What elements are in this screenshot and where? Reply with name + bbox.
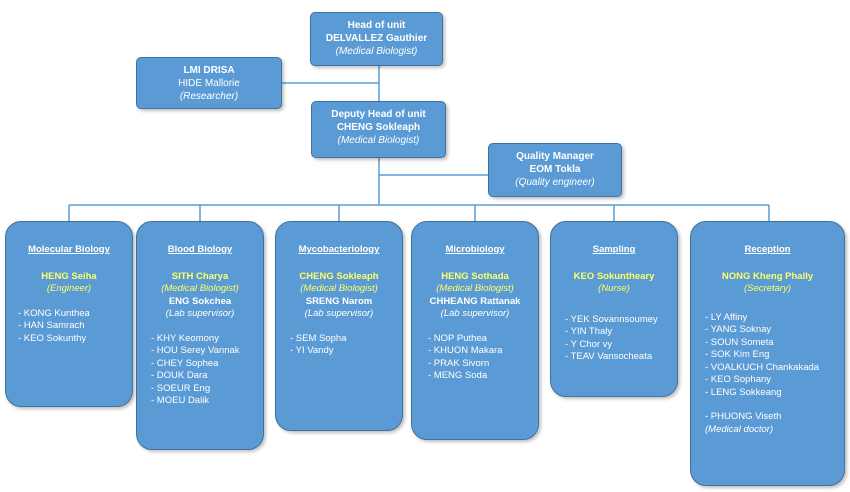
lmi-name: HIDE Mallorie — [178, 78, 240, 89]
staff-item: - PRAK Sivorn — [428, 357, 490, 369]
staff-item: - HOU Serey Vannak — [151, 345, 240, 356]
staff-item: - KEO Sokunthy — [18, 332, 87, 344]
staff-item: - NOP Puthea — [428, 332, 487, 344]
dept-lead: HENG Sothada — [441, 270, 509, 282]
dept-supervisor: ENG Sokchea — [168, 295, 232, 307]
dept-lead-role: (Nurse) — [598, 283, 630, 294]
dept-lead-role: (Secretary) — [744, 283, 791, 294]
staff-item: - HAN Samrach — [18, 320, 85, 331]
dept-microbiology: Microbiology HENG Sothada (Medical Biolo… — [411, 221, 539, 440]
dept-title: Molecular Biology — [28, 244, 110, 255]
staff-list: - SEM Sopha - YI Vandy — [290, 333, 402, 358]
staff-item: - Y Chor vy — [565, 338, 613, 350]
lmi-title: LMI DRISA — [183, 65, 235, 76]
dept-lead: HENG Seiha — [41, 270, 97, 282]
dept-supervisor-role: (Lab supervisor) — [440, 308, 510, 319]
head-name: DELVALLEZ Gauthier — [325, 33, 428, 44]
dept-lead-role: (Medical Biologist) — [161, 283, 239, 294]
staff-item: - SOEUR Eng — [151, 382, 211, 394]
dept-supervisor-role: (Lab supervisor) — [165, 308, 235, 319]
staff-item: - KONG Kunthea — [18, 307, 90, 319]
quality-role: (Quality engineer) — [515, 177, 595, 188]
head-role: (Medical Biologist) — [335, 46, 418, 57]
staff-item: - YIN Thaly — [565, 326, 613, 337]
deputy-head-box: Deputy Head of unit CHENG Sokleaph (Medi… — [311, 101, 446, 158]
staff-item: - TEAV Vansocheata — [565, 351, 653, 362]
dept-reception: Reception NONG Kheng Phally (Secretary) … — [690, 221, 845, 486]
staff-list: - KHY Keomony - HOU Serey Vannak - CHEY … — [151, 333, 263, 408]
lmi-drisa-box: LMI DRISA HIDE Mallorie (Researcher) — [136, 57, 282, 109]
deputy-name: CHENG Sokleaph — [336, 122, 421, 133]
staff-item: - SOUN Someta — [705, 336, 774, 348]
dept-supervisor: SRENG Narom — [305, 295, 373, 307]
medical-doctor-role: (Medical doctor) — [705, 423, 774, 435]
quality-title: Quality Manager — [516, 151, 594, 162]
staff-item: - LENG Sokkeang — [705, 386, 782, 398]
dept-lead: NONG Kheng Phally — [721, 270, 814, 282]
head-of-unit-box: Head of unit DELVALLEZ Gauthier (Medical… — [310, 12, 443, 66]
staff-item: - MENG Soda — [428, 370, 488, 381]
staff-item: - SEM Sopha — [290, 332, 347, 344]
dept-blood-biology: Blood Biology SITH Charya (Medical Biolo… — [136, 221, 264, 450]
dept-lead-role: (Medical Biologist) — [436, 283, 514, 294]
dept-supervisor-role: (Lab supervisor) — [304, 308, 374, 319]
dept-molecular-biology: Molecular Biology HENG Seiha (Engineer) … — [5, 221, 133, 407]
staff-item: - KHY Keomony — [151, 332, 219, 344]
staff-item: - KHUON Makara — [428, 345, 503, 356]
dept-title: Mycobacteriology — [298, 244, 380, 255]
deputy-role: (Medical Biologist) — [337, 135, 420, 146]
dept-lead: CHENG Sokleaph — [299, 270, 379, 282]
lmi-role: (Researcher) — [179, 91, 239, 102]
staff-item: - CHEY Sophea — [151, 357, 219, 369]
dept-sampling: Sampling KEO Sokuntheary (Nurse) - YEK S… — [550, 221, 678, 397]
dept-lead-role: (Medical Biologist) — [300, 283, 378, 294]
staff-item: - LY Affiny — [705, 311, 748, 323]
dept-title: Microbiology — [445, 244, 505, 255]
medical-doctor-name: - PHUONG Viseth — [705, 411, 782, 422]
staff-item: - DOUK Dara — [151, 370, 208, 381]
staff-item: - YEK Sovannsoumey — [565, 313, 658, 325]
quality-name: EOM Tokla — [529, 164, 581, 175]
staff-item: - YI Vandy — [290, 345, 334, 356]
staff-list: - NOP Puthea - KHUON Makara - PRAK Sivor… — [428, 333, 538, 383]
staff-item: - YANG Soknay — [705, 324, 772, 335]
staff-item: - MOEU Dalik — [151, 395, 210, 406]
staff-list: - YEK Sovannsoumey - YIN Thaly - Y Chor … — [565, 314, 677, 364]
dept-supervisor: CHHEANG Rattanak — [429, 295, 521, 307]
staff-list: - LY Affiny - YANG Soknay - SOUN Someta … — [705, 312, 844, 400]
staff-list: - KONG Kunthea - HAN Samrach - KEO Sokun… — [18, 308, 132, 346]
staff-item: - KEO Sophany — [705, 374, 772, 385]
dept-title: Reception — [744, 244, 791, 255]
dept-title: Blood Biology — [167, 244, 233, 255]
head-title: Head of unit — [347, 20, 406, 31]
deputy-title: Deputy Head of unit — [331, 109, 426, 120]
dept-mycobacteriology: Mycobacteriology CHENG Sokleaph (Medical… — [275, 221, 403, 431]
dept-lead: KEO Sokuntheary — [573, 270, 655, 282]
staff-item: - SOK Kim Eng — [705, 349, 770, 360]
dept-lead-role: (Engineer) — [46, 283, 92, 294]
dept-title: Sampling — [592, 244, 636, 255]
dept-lead: SITH Charya — [171, 270, 229, 282]
staff-item: - VOALKUCH Chankakada — [705, 361, 820, 373]
quality-manager-box: Quality Manager EOM Tokla (Quality engin… — [488, 143, 622, 197]
